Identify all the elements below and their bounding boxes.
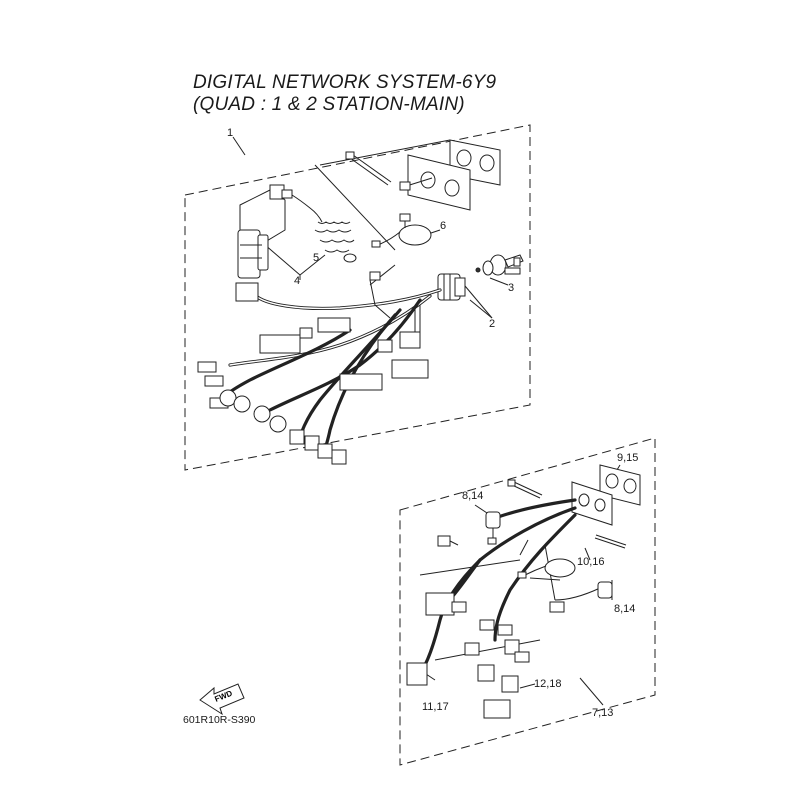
diagram-code: 601R10R-S390 bbox=[183, 714, 256, 726]
connector-12-18 bbox=[483, 675, 519, 719]
harness-connectors bbox=[197, 282, 429, 465]
fwd-arrow-icon bbox=[199, 683, 245, 716]
lanyard-cord bbox=[291, 194, 357, 263]
callout-10-16: 10,16 bbox=[577, 556, 605, 568]
callout-3: 3 bbox=[508, 282, 515, 294]
callout-6: 6 bbox=[440, 220, 447, 232]
cable-tie-lower bbox=[507, 479, 627, 549]
diagram-title-line2: (QUAD : 1 & 2 STATION-MAIN) bbox=[193, 94, 465, 115]
lower-connectors bbox=[406, 592, 530, 686]
assembly-7-13-boundary bbox=[399, 437, 656, 766]
buzzer-10-16 bbox=[517, 558, 576, 579]
callout-9-15: 9,15 bbox=[617, 452, 639, 464]
diagram-title-line1: DIGITAL NETWORK SYSTEM-6Y9 bbox=[193, 72, 497, 93]
assembly-1-boundary bbox=[184, 124, 531, 471]
cable-tie-upper bbox=[345, 151, 392, 186]
callout-1: 1 bbox=[227, 127, 234, 139]
callout-4: 4 bbox=[294, 275, 301, 287]
switch-panel-upper bbox=[399, 139, 501, 211]
switch-panel-lower bbox=[571, 464, 641, 526]
coupler-8-14-top bbox=[485, 511, 501, 545]
leader-lines bbox=[232, 136, 621, 706]
callout-11-17: 11,17 bbox=[422, 701, 449, 713]
coupler-8-14-right bbox=[597, 581, 613, 599]
callout-8-14-top: 8,14 bbox=[462, 490, 484, 502]
callout-5: 5 bbox=[313, 252, 320, 264]
harness-connector-upper bbox=[437, 273, 466, 301]
key-switch bbox=[475, 254, 524, 276]
callout-7-13: 7,13 bbox=[592, 707, 614, 719]
buzzer bbox=[371, 213, 432, 248]
callout-12-18: 12,18 bbox=[534, 678, 562, 690]
main-switch-assembly bbox=[237, 184, 293, 279]
callout-8-14-right: 8,14 bbox=[614, 603, 636, 615]
callout-2: 2 bbox=[489, 318, 496, 330]
